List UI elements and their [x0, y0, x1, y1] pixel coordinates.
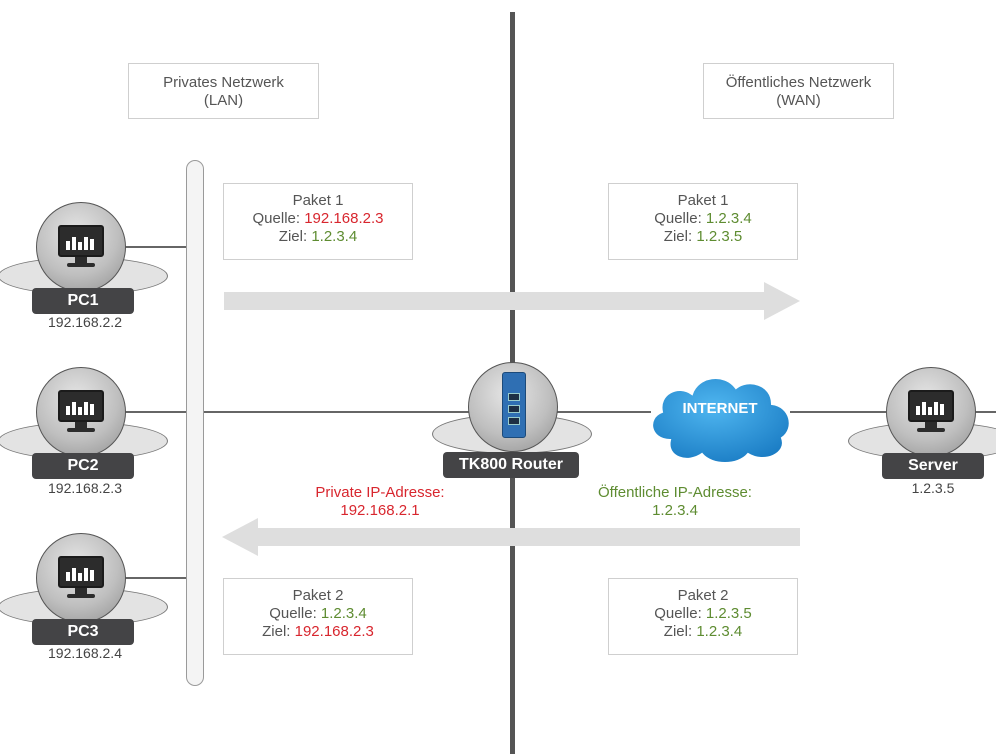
lan-switch-bus	[186, 160, 204, 686]
destination-label: Ziel:	[663, 228, 697, 245]
packet-1-wan-box: Paket 1 Quelle: 1.2.3.4 Ziel: 1.2.3.5	[608, 183, 798, 260]
lan-zone-title: Privates Netzwerk	[163, 74, 284, 91]
pc3-ip: 192.168.2.4	[48, 645, 122, 661]
pc2-device[interactable]: PC2	[0, 367, 168, 479]
source-label: Quelle:	[269, 605, 321, 622]
packet-1-lan-box: Paket 1 Quelle: 192.168.2.3 Ziel: 1.2.3.…	[223, 183, 413, 260]
pc3-device[interactable]: PC3	[0, 533, 168, 645]
private-ip-note: Private IP-Adresse: 192.168.2.1	[260, 484, 500, 520]
public-ip-value: 1.2.3.4	[652, 502, 698, 519]
wan-zone-subtitle: (WAN)	[776, 92, 821, 109]
source-ip: 192.168.2.3	[304, 210, 384, 227]
destination-ip: 192.168.2.3	[294, 623, 374, 640]
pc1-label: PC1	[32, 288, 134, 314]
router-label: TK800 Router	[443, 452, 579, 478]
destination-ip: 1.2.3.4	[311, 228, 358, 245]
lan-zone-label: Privates Netzwerk (LAN)	[128, 63, 319, 119]
internet-label: INTERNET	[682, 400, 758, 417]
lan-router-link	[203, 411, 471, 413]
pc2-ip: 192.168.2.3	[48, 480, 122, 496]
source-label: Quelle:	[252, 210, 305, 227]
pc2-link	[120, 411, 188, 413]
wan-zone-title: Öffentliches Netzwerk	[725, 74, 872, 91]
packet-title: Paket 1	[292, 192, 344, 209]
wan-zone-label: Öffentliches Netzwerk (WAN)	[703, 63, 894, 119]
destination-ip: 1.2.3.5	[696, 228, 743, 245]
pc1-ip: 192.168.2.2	[48, 314, 122, 330]
destination-label: Ziel:	[262, 623, 295, 640]
destination-label: Ziel:	[663, 623, 697, 640]
packet-title: Paket 1	[677, 192, 729, 209]
source-ip: 1.2.3.5	[705, 605, 752, 622]
monitor-chart-icon	[36, 202, 126, 292]
source-label: Quelle:	[654, 605, 706, 622]
pc3-link	[120, 577, 188, 579]
cloud-icon	[651, 376, 791, 464]
arrow-right-icon	[224, 282, 800, 320]
arrow-left-icon	[222, 518, 800, 556]
pc1-device[interactable]: PC1	[0, 202, 168, 314]
public-ip-label: Öffentliche IP-Adresse:	[598, 484, 752, 501]
router-internet-link	[556, 411, 651, 413]
server-ip: 1.2.3.5	[911, 480, 955, 496]
monitor-chart-icon	[36, 533, 126, 623]
packet-2-wan-box: Paket 2 Quelle: 1.2.3.5 Ziel: 1.2.3.4	[608, 578, 798, 655]
pc2-label: PC2	[32, 453, 134, 479]
private-ip-label: Private IP-Adresse:	[315, 484, 445, 501]
monitor-chart-icon	[36, 367, 126, 457]
server-device[interactable]: Server	[848, 367, 996, 479]
public-ip-note: Öffentliche IP-Adresse: 1.2.3.4	[555, 484, 795, 520]
source-ip: 1.2.3.4	[320, 605, 367, 622]
monitor-chart-icon	[886, 367, 976, 457]
internet-server-link	[790, 411, 886, 413]
packet-2-lan-box: Paket 2 Quelle: 1.2.3.4 Ziel: 192.168.2.…	[223, 578, 413, 655]
pc1-link	[120, 246, 188, 248]
source-label: Quelle:	[654, 210, 706, 227]
server-label: Server	[882, 453, 984, 479]
packet-title: Paket 2	[292, 587, 344, 604]
packet-title: Paket 2	[677, 587, 729, 604]
source-ip: 1.2.3.4	[705, 210, 752, 227]
router-hardware	[502, 372, 526, 438]
private-ip-value: 192.168.2.1	[340, 502, 420, 519]
destination-ip: 1.2.3.4	[696, 623, 743, 640]
server-link-out	[965, 411, 996, 413]
lan-zone-subtitle: (LAN)	[203, 92, 244, 109]
destination-label: Ziel:	[278, 228, 312, 245]
pc3-label: PC3	[32, 619, 134, 645]
